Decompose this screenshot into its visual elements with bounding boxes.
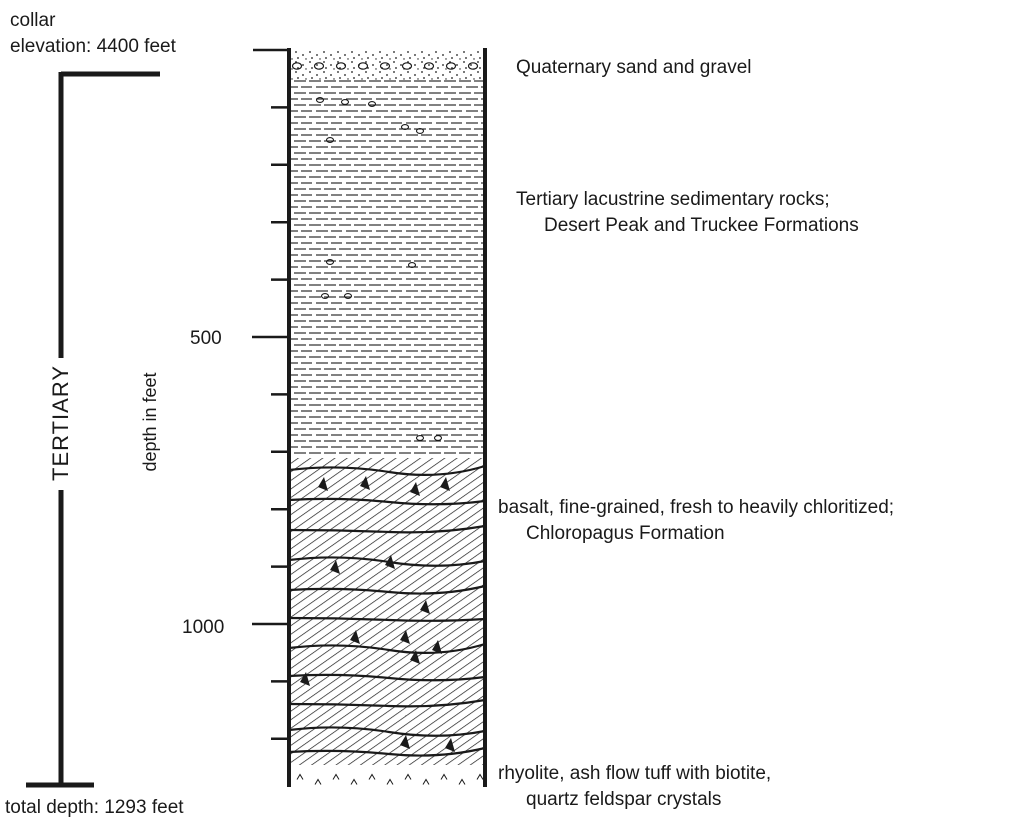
- unit-label-line: Tertiary lacustrine sedimentary rocks;: [516, 189, 830, 210]
- depth-axis-label: depth in feet: [140, 372, 160, 472]
- collar-elevation-label: elevation: 4400 feet: [10, 36, 176, 57]
- basalt-flow-boundaries: [288, 464, 486, 757]
- unit-label-line: quartz feldspar crystals: [526, 789, 722, 810]
- gravel-clasts: [291, 62, 479, 70]
- unit-label-line: Desert Peak and Truckee Formations: [544, 215, 859, 236]
- lithology-column: [287, 48, 487, 787]
- tick-label-500: 500: [190, 328, 222, 349]
- unit-band-rhyolite: [289, 765, 485, 787]
- basalt-fractures: [300, 476, 455, 752]
- pebble-clasts: [315, 97, 443, 441]
- unit-label-line: Quaternary sand and gravel: [516, 57, 752, 78]
- total-depth-label: total depth: 1293 feet: [5, 797, 184, 818]
- tick-label-1000: 1000: [182, 617, 225, 638]
- depth-axis: [252, 48, 289, 741]
- period-label: TERTIARY: [48, 365, 73, 481]
- column-border: [287, 48, 487, 787]
- unit-label-line: rhyolite, ash flow tuff with biotite,: [498, 763, 772, 784]
- unit-label-line: basalt, fine-grained, fresh to heavily c…: [498, 497, 895, 518]
- unit-band-basalt: [289, 458, 485, 765]
- collar-label: collar: [10, 10, 56, 31]
- tertiary-bracket: [26, 71, 160, 788]
- unit-band-quaternary: [289, 50, 485, 80]
- unit-band-lacustrine: [289, 80, 485, 458]
- tuff-marks: [296, 773, 484, 785]
- unit-label-line: Chloropagus Formation: [526, 523, 725, 544]
